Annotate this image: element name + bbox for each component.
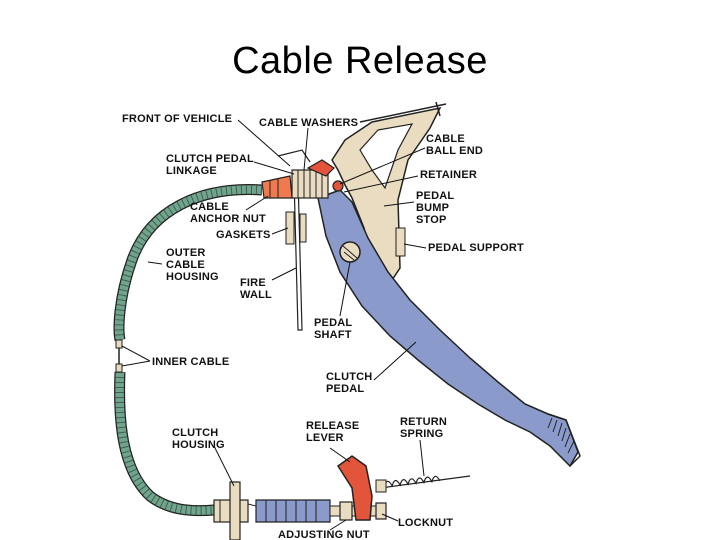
label-release-lever-1: RELEASE [306,420,359,432]
clutch-pedal-arm [317,189,581,468]
outer-cable-housing [113,184,263,517]
pedal-pad-ridges [547,417,575,454]
release-lever [336,455,373,521]
label-clutch-pedal-linkage-2: LINKAGE [166,165,217,177]
cable-boot [255,499,331,523]
cable-anchor-nut [261,175,293,199]
diagram-labels: FRONT OF VEHICLE CABLE WASHERS CABLE BAL… [122,113,524,540]
label-adjusting-nut: ADJUSTING NUT [278,529,370,540]
slide-title: Cable Release [232,40,488,82]
label-outer-cable-housing-2: CABLE [166,259,205,271]
label-gaskets: GASKETS [216,229,271,241]
locknut [375,502,387,520]
pedal-shaft [339,241,361,263]
label-pedal-shaft-2: SHAFT [314,329,352,341]
label-cable-anchor-nut-1: CABLE [190,201,229,213]
label-pedal-bump-stop-2: BUMP [416,202,449,214]
label-clutch-housing-1: CLUTCH [172,427,218,439]
return-spring [375,475,471,493]
label-pedal-bump-stop-1: PEDAL [416,190,454,202]
label-cable-washers: CABLE WASHERS [259,117,358,129]
label-front-of-vehicle: FRONT OF VEHICLE [122,113,232,125]
label-cable-anchor-nut-2: ANCHOR NUT [190,213,266,225]
label-retainer: RETAINER [420,169,477,181]
label-release-lever-2: LEVER [306,432,344,444]
clutch-housing-fitting [213,481,257,540]
label-clutch-pedal-1: CLUTCH [326,371,372,383]
cable-washers-assembly [291,159,344,199]
label-locknut: LOCKNUT [398,517,453,529]
label-pedal-bump-stop-3: STOP [416,214,447,226]
leader-lines [121,119,427,531]
inner-cable [115,339,123,373]
label-clutch-pedal-linkage-1: CLUTCH PEDAL [166,153,254,165]
label-outer-cable-housing-1: OUTER [166,247,206,259]
gaskets [285,211,307,245]
label-cable-ball-end-1: CABLE [426,133,465,145]
label-clutch-housing-2: HOUSING [172,439,225,451]
label-fire-wall-1: FIRE [240,277,266,289]
label-return-spring-1: RETURN [400,416,447,428]
label-cable-ball-end-2: BALL END [426,145,483,157]
label-outer-cable-housing-3: HOUSING [166,271,219,283]
label-inner-cable: INNER CABLE [152,356,229,368]
label-pedal-shaft-1: PEDAL [314,317,352,329]
adjusting-nut [339,501,353,521]
label-pedal-support: PEDAL SUPPORT [428,242,524,254]
label-clutch-pedal-2: PEDAL [326,383,364,395]
label-return-spring-2: SPRING [400,428,443,440]
label-fire-wall-2: WALL [240,289,272,301]
